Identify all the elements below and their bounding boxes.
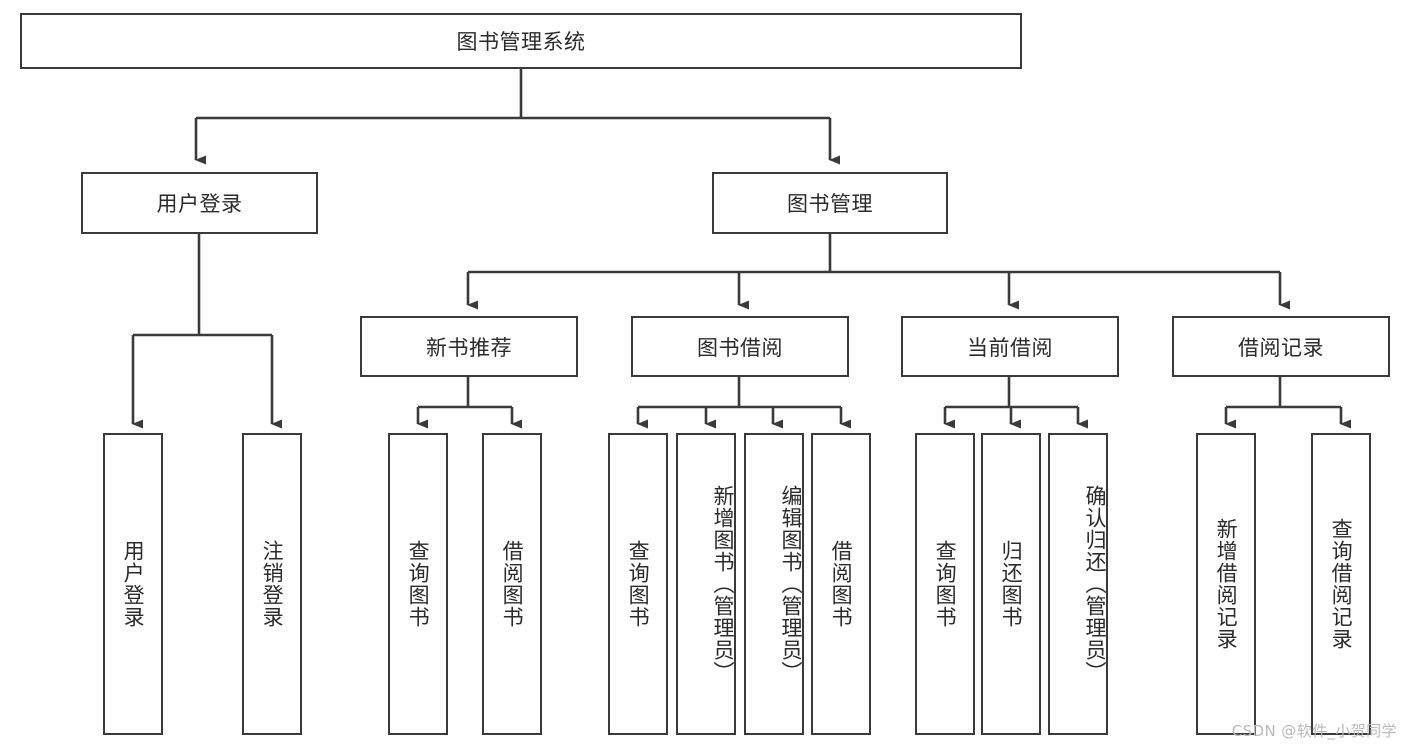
node-book-borrow-label: 图书借阅 (697, 335, 783, 360)
csdn-watermark: CSDN @软件_小贺同学 (1231, 722, 1397, 740)
node-leaf-edit-book-label: 编辑图书（管理员） (779, 485, 803, 683)
node-leaf-query-record-label: 查询借阅记录 (1329, 518, 1354, 650)
node-leaf-borrow-book-2[interactable]: 借阅图书 (811, 433, 871, 735)
node-leaf-user-login[interactable]: 用户登录 (103, 433, 163, 735)
node-user-login-label: 用户登录 (156, 192, 243, 216)
node-leaf-add-book[interactable]: 新增图书（管理员） (676, 433, 736, 735)
node-book-borrow[interactable]: 图书借阅 (631, 316, 849, 377)
node-new-book-recommend[interactable]: 新书推荐 (360, 316, 578, 377)
node-current-borrow[interactable]: 当前借阅 (901, 316, 1119, 377)
node-leaf-query-book-3-label: 查询图书 (933, 540, 958, 628)
node-leaf-logout[interactable]: 注销登录 (242, 433, 302, 735)
node-new-book-recommend-label: 新书推荐 (426, 335, 512, 360)
node-leaf-add-record[interactable]: 新增借阅记录 (1196, 433, 1256, 735)
node-leaf-query-book-1[interactable]: 查询图书 (388, 433, 448, 735)
node-leaf-user-login-label: 用户登录 (121, 540, 146, 628)
node-root-book-management-system[interactable]: 图书管理系统 (20, 13, 1022, 69)
node-leaf-confirm-return-label: 确认归还（管理员） (1083, 485, 1107, 683)
node-leaf-edit-book[interactable]: 编辑图书（管理员） (744, 433, 804, 735)
node-borrow-record-label: 借阅记录 (1238, 335, 1324, 360)
node-book-management[interactable]: 图书管理 (712, 172, 948, 234)
node-leaf-borrow-book-2-label: 借阅图书 (829, 540, 854, 628)
node-leaf-query-book-2[interactable]: 查询图书 (608, 433, 668, 735)
node-leaf-query-book-3[interactable]: 查询图书 (915, 433, 975, 735)
node-leaf-confirm-return[interactable]: 确认归还（管理员） (1048, 433, 1108, 735)
node-leaf-logout-label: 注销登录 (260, 540, 285, 628)
node-leaf-borrow-book-1-label: 借阅图书 (500, 540, 525, 628)
node-leaf-return-book-label: 归还图书 (999, 540, 1024, 628)
node-leaf-add-book-label: 新增图书（管理员） (711, 485, 735, 683)
node-leaf-return-book[interactable]: 归还图书 (981, 433, 1041, 735)
node-leaf-add-record-label: 新增借阅记录 (1214, 518, 1239, 650)
node-book-management-label: 图书管理 (787, 192, 873, 216)
node-leaf-query-book-1-label: 查询图书 (406, 540, 431, 628)
node-borrow-record[interactable]: 借阅记录 (1172, 316, 1390, 377)
node-leaf-query-book-2-label: 查询图书 (626, 540, 651, 628)
node-leaf-borrow-book-1[interactable]: 借阅图书 (482, 433, 542, 735)
node-current-borrow-label: 当前借阅 (967, 335, 1053, 360)
node-root-label: 图书管理系统 (456, 30, 586, 54)
node-user-login[interactable]: 用户登录 (81, 172, 318, 234)
node-leaf-query-record[interactable]: 查询借阅记录 (1311, 433, 1371, 735)
